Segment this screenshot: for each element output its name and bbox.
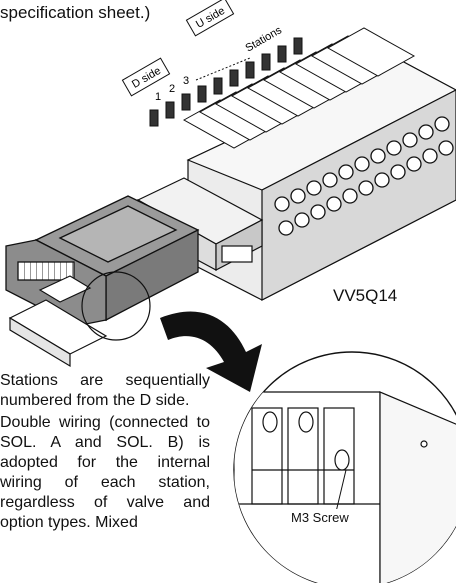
model-label: VV5Q14 xyxy=(333,286,398,305)
din-rail xyxy=(8,275,108,368)
screw-label: M3 Screw xyxy=(288,509,352,526)
fittings xyxy=(274,116,454,236)
detail-arrow xyxy=(160,311,262,392)
magnified-detail xyxy=(233,351,456,583)
detail-marker xyxy=(81,271,151,341)
solenoid-connectors xyxy=(149,37,303,127)
station-number-1: 1 xyxy=(155,91,161,103)
note-item: Double wiring (connected to SOL. A and S… xyxy=(0,414,210,531)
caption-text: specification sheet.) xyxy=(0,3,151,22)
d-side-tag: D side xyxy=(121,57,171,97)
station-number-2: 2 xyxy=(169,83,175,95)
notes-list: Stations are sequentially numbered from … xyxy=(0,371,210,535)
valve-stack xyxy=(182,27,416,149)
station-number-3: 3 xyxy=(183,75,189,87)
u-side-tag: U side xyxy=(185,0,235,37)
note-item: Stations are sequentially numbered from … xyxy=(0,372,210,409)
